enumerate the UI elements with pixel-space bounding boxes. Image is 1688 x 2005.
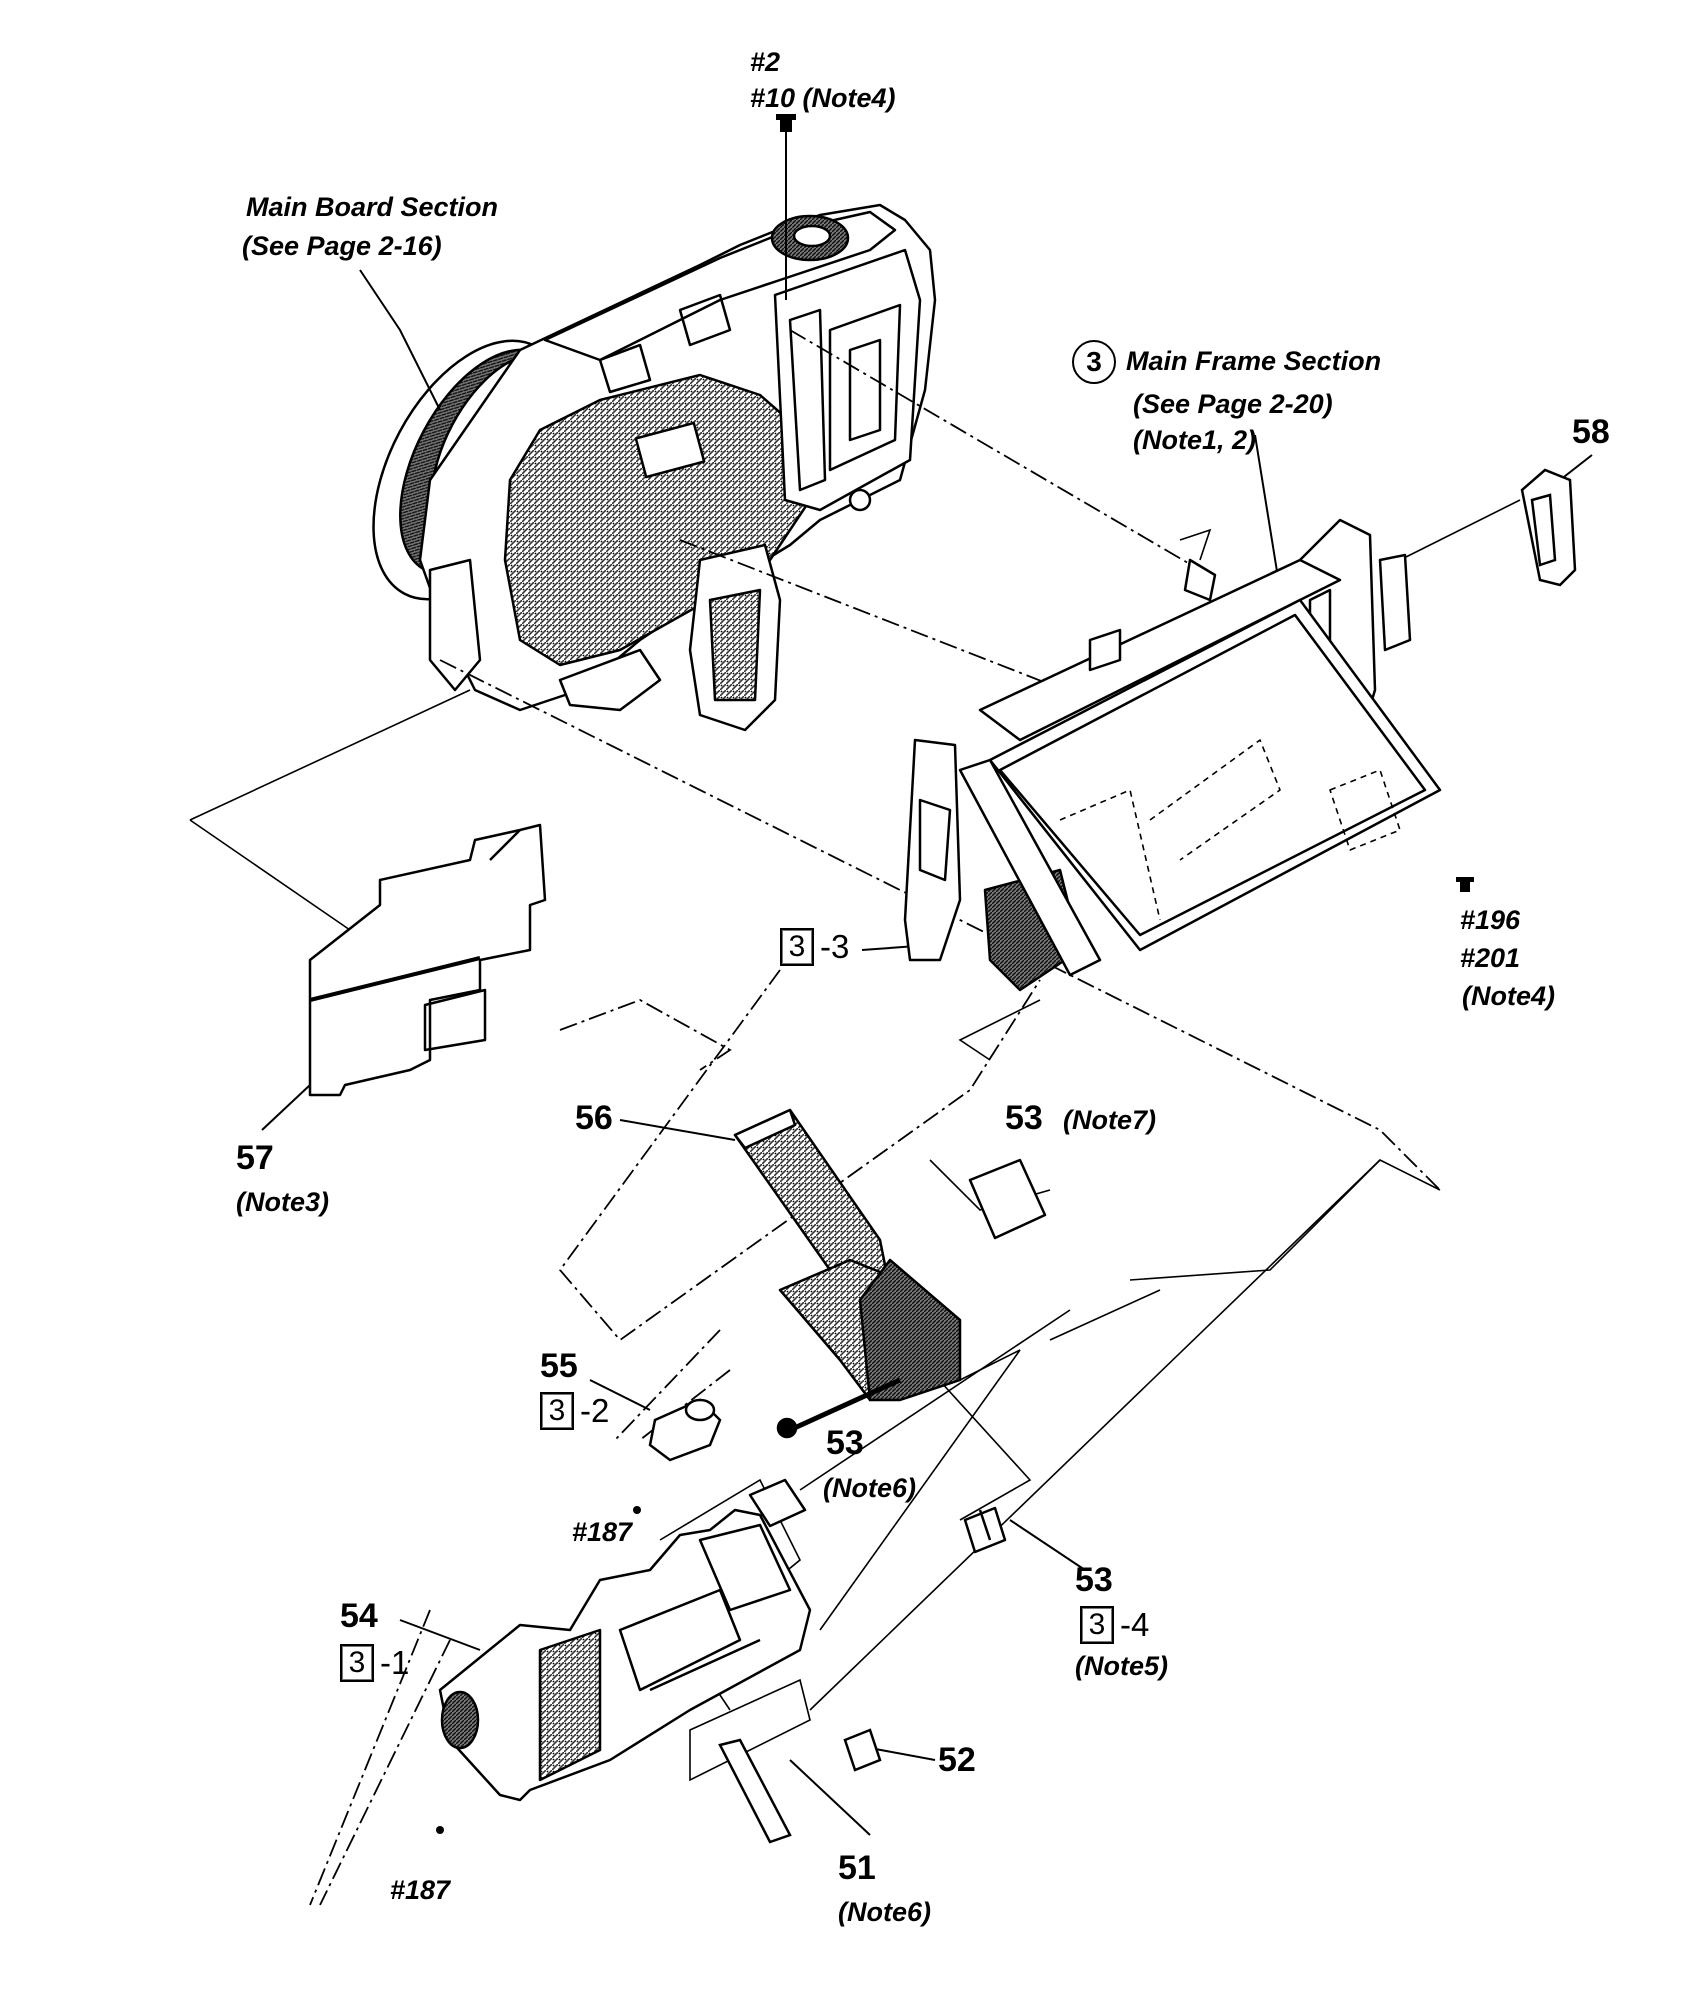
pad-53-note5 (963, 1506, 1007, 1554)
main-frame-assembly (903, 518, 1442, 992)
ref-3-3-box: 3 (780, 928, 814, 966)
label-part-54: 54 (340, 1597, 378, 1635)
ref-3-2-box: 3 (540, 1392, 574, 1430)
label-part-52: 52 (938, 1741, 976, 1779)
label-part-56: 56 (575, 1099, 613, 1137)
leader-lines (261, 269, 1593, 1836)
part-54-cabinet (438, 1508, 812, 1802)
pad-53-note7 (968, 1158, 1047, 1240)
assembly-guide-lines (309, 329, 1441, 1906)
ref-3-4-box: 3 (1080, 1606, 1114, 1644)
part-53-pads (748, 1158, 1047, 1554)
ref-3-2-suffix: -2 (580, 1392, 610, 1429)
part-51-strip (718, 1738, 792, 1844)
screw-187-a-icon (633, 1506, 641, 1514)
label-main-board-page: (See Page 2-16) (242, 231, 442, 261)
label-main-frame-note: (Note1, 2) (1133, 425, 1257, 455)
screw-196-icon (1456, 877, 1474, 892)
screw-2-icon (776, 114, 796, 300)
part-52-pad (843, 1728, 882, 1772)
label-screw-2: #2 (750, 47, 781, 77)
hinge-assembly (776, 1258, 962, 1439)
label-main-board-title: Main Board Section (246, 192, 499, 222)
label-part-58: 58 (1572, 413, 1610, 451)
camera-body-assembly (372, 203, 937, 732)
label-main-frame-title-row: 3 Main Frame Section (1072, 340, 1381, 384)
label-screw-10: #10 (Note4) (750, 83, 896, 113)
label-main-frame-page: (See Page 2-20) (1133, 389, 1333, 419)
label-part-57-note: (Note3) (236, 1187, 329, 1217)
ref-3-1: 3 -1 (340, 1644, 409, 1682)
ref-3-1-box: 3 (340, 1644, 374, 1682)
label-part-53-c: 53 (1075, 1561, 1113, 1599)
part-57-sheet (308, 823, 547, 1097)
part-55-hinge-cap (648, 1398, 722, 1462)
ref-3-3: 3 -3 (780, 928, 849, 966)
ref-3-1-suffix: -1 (380, 1644, 410, 1681)
ref-3-3-suffix: -3 (820, 928, 850, 965)
label-main-frame-title: Main Frame Section (1126, 346, 1382, 377)
part-58-bracket (1520, 468, 1577, 587)
label-part-53-c-note: (Note5) (1075, 1651, 1168, 1681)
ref-3-2: 3 -2 (540, 1392, 609, 1430)
label-part-51: 51 (838, 1849, 876, 1887)
label-part-55: 55 (540, 1347, 578, 1385)
label-part-53-b-note: (Note6) (823, 1473, 916, 1503)
label-screw-196-note: (Note4) (1462, 981, 1555, 1011)
label-screw-187-b: #187 (390, 1875, 451, 1905)
screw-187-b-icon (436, 1826, 444, 1834)
label-part-57: 57 (236, 1139, 274, 1177)
ref-3-4-suffix: -4 (1120, 1606, 1150, 1643)
label-screw-196: #196 (1460, 905, 1521, 935)
label-part-51-note: (Note6) (838, 1897, 931, 1927)
label-screw-187-a: #187 (572, 1517, 633, 1547)
section-3-circle-icon: 3 (1072, 340, 1116, 384)
ref-3-4: 3 -4 (1080, 1606, 1149, 1644)
label-part-53-b: 53 (826, 1424, 864, 1462)
pad-53-note6 (748, 1478, 807, 1528)
label-part-53-a-note: (Note7) (1063, 1105, 1156, 1135)
label-part-53-a: 53 (1005, 1099, 1043, 1137)
label-screw-201: #201 (1460, 943, 1521, 973)
